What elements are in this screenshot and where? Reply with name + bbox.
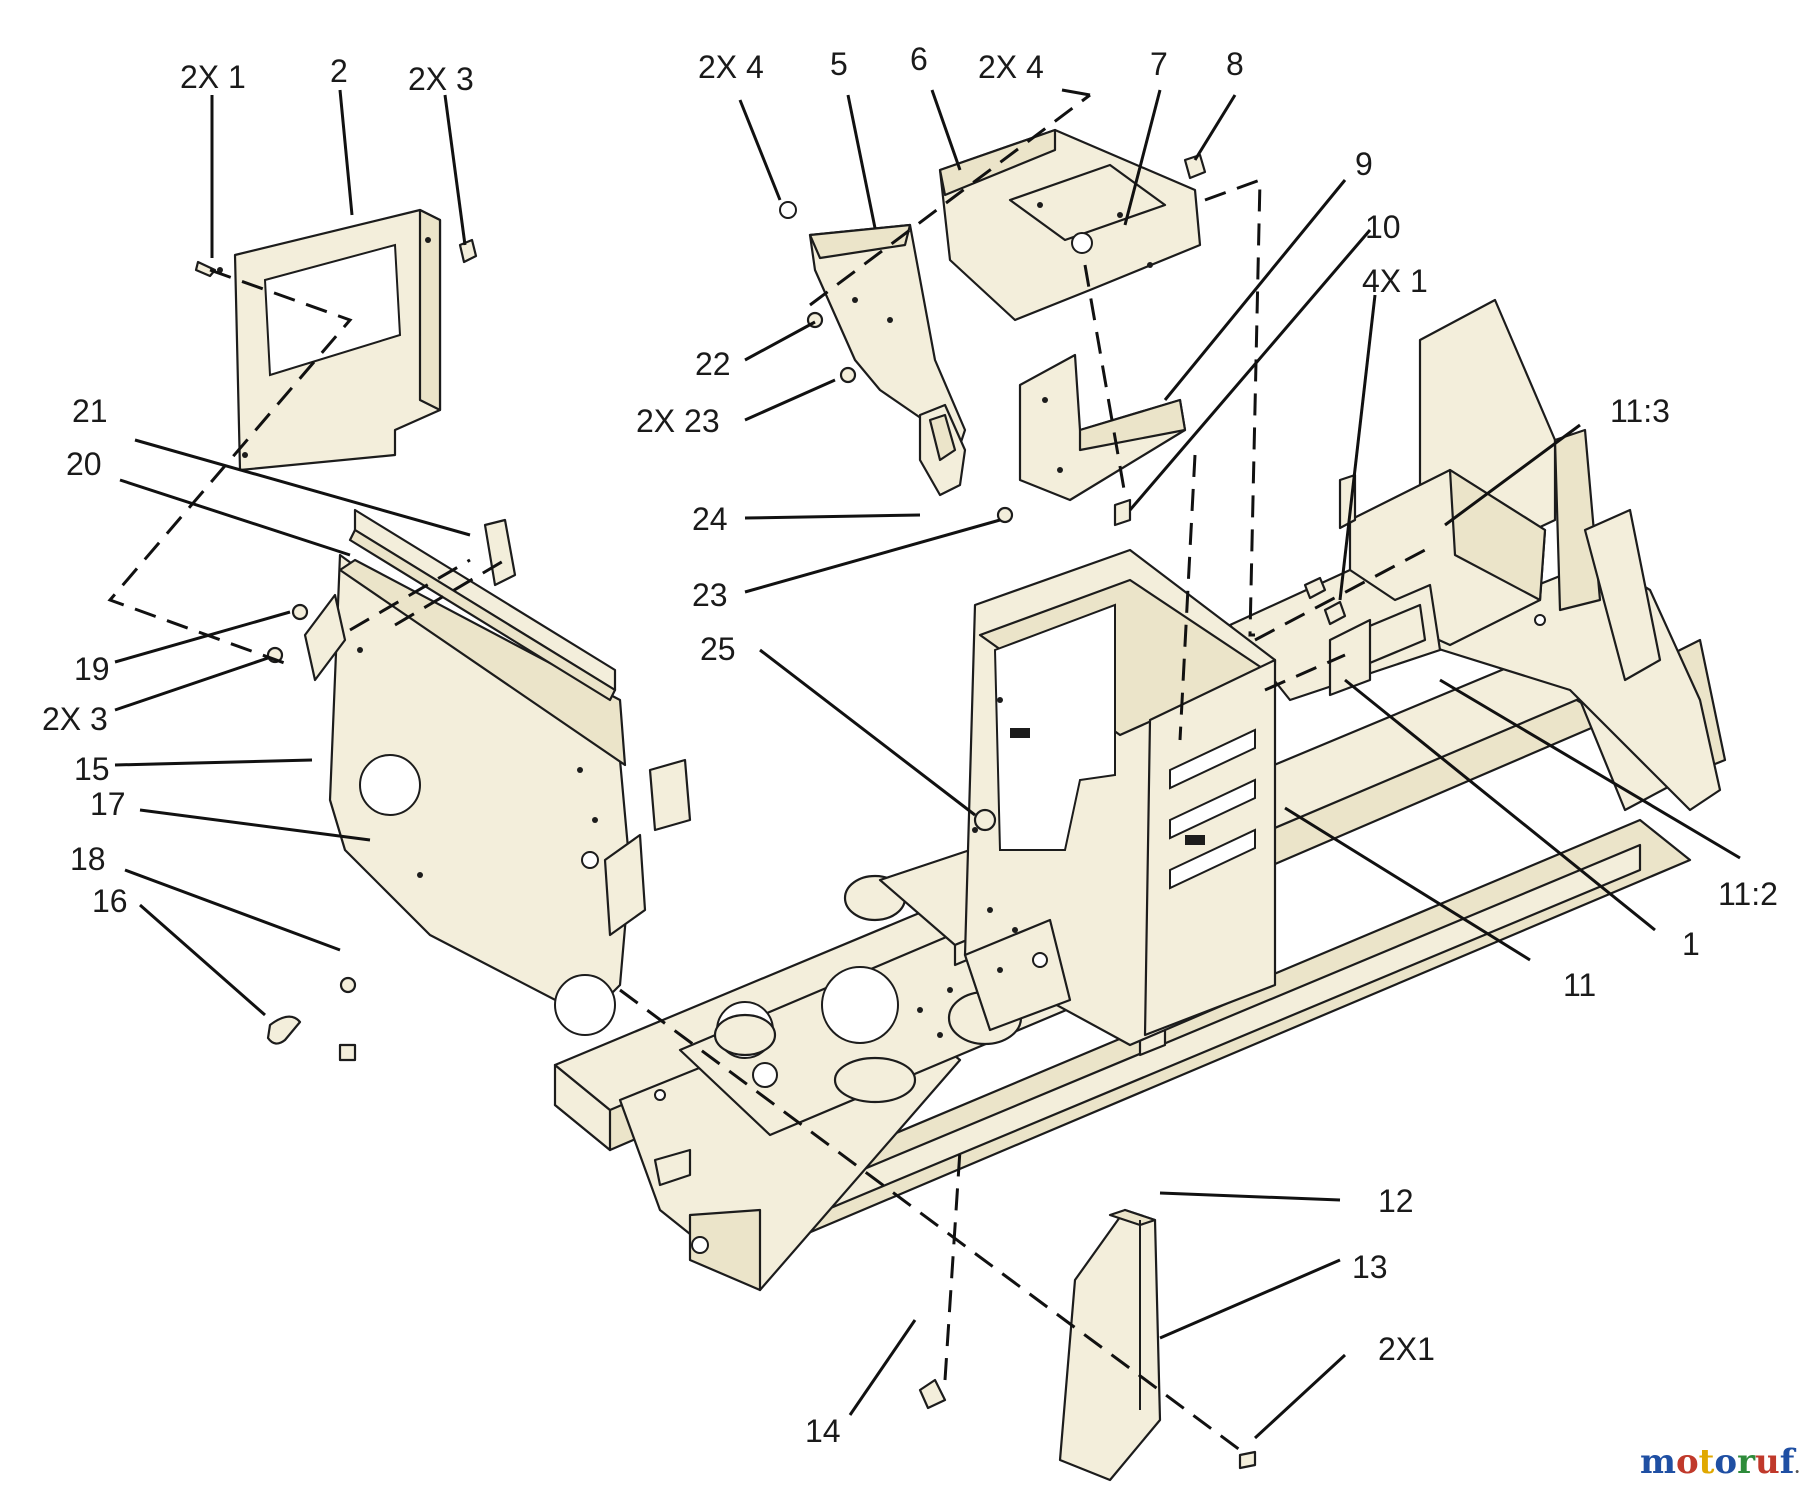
callout-9: 9 [1355,146,1373,182]
watermark-logo: motoruf.de [1640,1442,1800,1482]
callout-1: 1 [1682,926,1700,962]
callout-11-3: 11:3 [1610,393,1670,429]
callout-17: 17 [90,786,126,822]
callout-19: 19 [74,651,110,687]
callout-5: 5 [830,46,848,82]
bracket-5 [779,201,967,447]
callout-10: 10 [1365,209,1401,245]
control-tower-11 [963,548,1277,1047]
callout-2x3-mid: 2X 3 [42,701,108,737]
bracket-9-10 [1018,353,1187,527]
callout-23: 23 [692,577,728,613]
assembly-dash-lines [107,93,1426,1452]
leader-lines [114,88,1741,1440]
callout-15: 15 [74,751,110,787]
panel-15 [266,508,692,1062]
callout-13: 13 [1352,1249,1388,1285]
callout-2x3-top: 2X 3 [408,61,474,97]
switch-24 [918,403,967,497]
watermark-letter: u [1755,1442,1780,1482]
watermark-letter: t [1699,1442,1715,1482]
callout-labels: 2X 1 2 2X 3 2X 4 5 6 2X 4 7 8 9 10 4X 1 … [42,41,1778,1449]
panel-12 [1058,1208,1162,1482]
callout-8: 8 [1226,46,1244,82]
callout-14: 14 [805,1413,841,1449]
watermark-letter: m [1640,1442,1676,1482]
callout-2x23: 2X 23 [636,403,720,439]
callout-4x1: 4X 1 [1362,263,1428,299]
watermark-text: motoruf.de [1640,1442,1800,1482]
callout-24: 24 [692,501,728,537]
callout-21: 21 [72,393,108,429]
panel-2 [194,208,478,472]
watermark-letter: f [1780,1442,1797,1482]
watermark-suffix: .de [1794,1458,1800,1477]
callout-11: 11 [1563,967,1596,1003]
callout-2x4-a: 2X 4 [698,49,764,85]
watermark-letter: r [1737,1442,1756,1482]
callout-20: 20 [66,446,102,482]
callout-18: 18 [70,841,106,877]
callout-12: 12 [1378,1183,1414,1219]
callout-16: 16 [92,883,128,919]
watermark-letter: o [1714,1442,1737,1482]
callout-2: 2 [330,53,348,89]
callout-11-2: 11:2 [1718,876,1778,912]
hardware [266,311,1347,1470]
callout-25: 25 [700,631,736,667]
bracket-6-7 [938,128,1207,322]
callout-7: 7 [1150,46,1168,82]
callout-2x4-b: 2X 4 [978,49,1044,85]
watermark-letter: o [1676,1442,1699,1482]
callout-2x1-bot: 2X1 [1378,1331,1435,1367]
callout-2x1-top: 2X 1 [180,59,246,95]
callout-6: 6 [910,41,928,77]
callout-22: 22 [695,346,731,382]
